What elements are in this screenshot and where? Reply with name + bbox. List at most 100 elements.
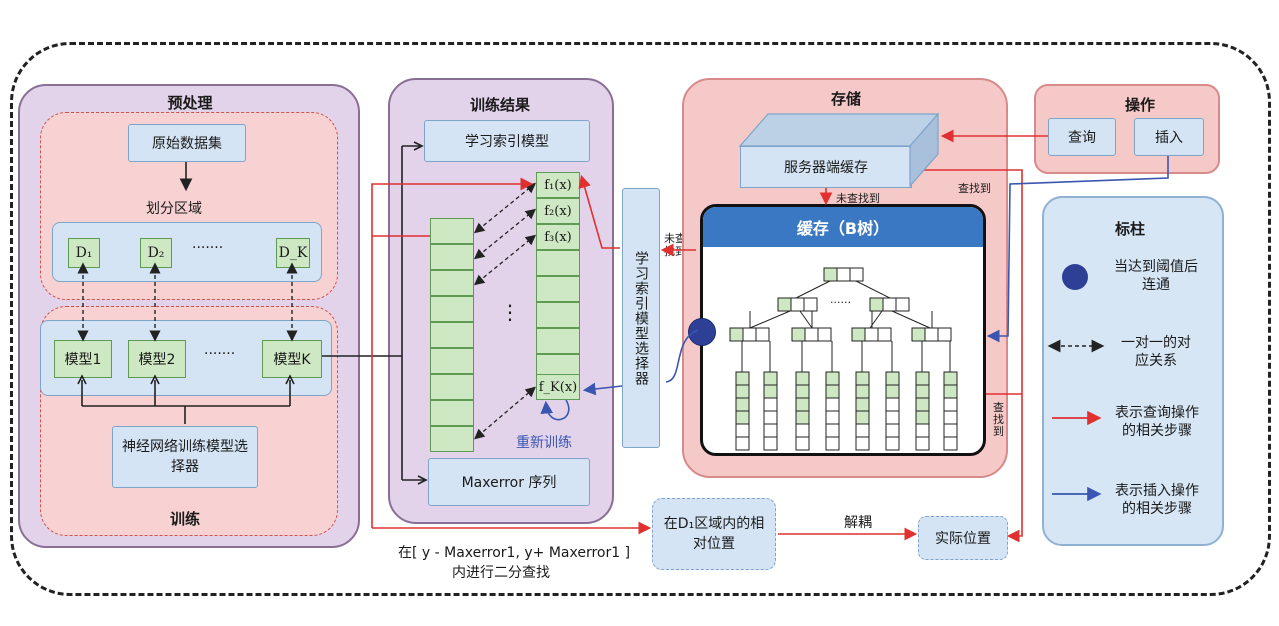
maxerror-cell [430, 426, 474, 452]
btree-leaf-cell [763, 410, 778, 425]
selector-to-models-arrows [81, 380, 291, 424]
btree-leaf-cell [735, 410, 750, 425]
f1-cell: f₁(x) [536, 172, 580, 198]
maxerror-f-links [473, 182, 537, 440]
btree-leaf-cell [885, 423, 900, 438]
maxerror-cell [430, 270, 474, 296]
btree-edge [891, 310, 931, 329]
f-vertical-ellipsis: ⋮ [500, 300, 520, 324]
regions-ellipsis: ······· [192, 240, 224, 256]
ops-title: 操作 [1124, 96, 1155, 114]
btree-level2-node [851, 327, 892, 342]
btree-leaf-cell [763, 371, 778, 386]
selector-to-models-heads [77, 374, 295, 385]
btree-found-label: 查找到 [993, 401, 1004, 438]
fk-cell: f_K(x) [536, 374, 580, 400]
learned-index-box: 学习索引模型 [424, 120, 590, 162]
btree-leaf-cell [885, 384, 900, 399]
btree-leaf-cell [885, 410, 900, 425]
cache-not-found-label: 未查找到 [836, 192, 880, 205]
btree-leaf-cell [825, 384, 840, 399]
legend-item-query: 表示查询操作的相关步骤 [1115, 405, 1199, 439]
search-range-line2: 内进行二分查找 [452, 565, 550, 581]
decouple-label: 解耦 [844, 515, 872, 531]
results-bracket-arrows [401, 145, 424, 481]
raw-dataset-box: 原始数据集 [128, 124, 246, 162]
btree-leaf-cell [795, 423, 810, 438]
btree-leaf-cell [855, 384, 870, 399]
btree-level1-node [777, 297, 818, 312]
btree-leaf-cell [915, 397, 930, 412]
results-bracket-heads [413, 141, 428, 485]
btree-title: 缓存（B树） [796, 219, 890, 238]
btree-leaf-cell [885, 397, 900, 412]
maxerror-cell [430, 244, 474, 270]
maxerror-cell [430, 218, 474, 244]
partition-label: 划分区域 [146, 201, 202, 217]
models-ellipsis: ······· [204, 346, 236, 362]
legend-item-threshold: 当达到阈值后连通 [1114, 259, 1198, 293]
btree-leaf-cell [915, 423, 930, 438]
btree-leaf-cell [825, 397, 840, 412]
legend-item-one-to-one: 一对一的对应关系 [1121, 335, 1191, 369]
model-1: 模型1 [54, 340, 112, 378]
btree-leaf-cell [943, 397, 958, 412]
maxerror-cell [430, 296, 474, 322]
btree-leaf-cell [795, 371, 810, 386]
btree-edge [795, 280, 831, 299]
maxerror-cell [430, 322, 474, 348]
insert-box[interactable]: 插入 [1134, 118, 1204, 156]
legend-item-insert: 表示插入操作的相关步骤 [1115, 483, 1199, 517]
maxerror-cell [430, 374, 474, 400]
btree-leaf-cell [943, 371, 958, 386]
f-cell [536, 250, 580, 276]
relative-position-box: 在D₁区域内的相对位置 [652, 498, 776, 570]
legend-threshold-icon [1062, 264, 1088, 290]
btree-leaf-cell [915, 384, 930, 399]
btree-leaf-cell [943, 436, 958, 451]
train-label: 训练 [169, 510, 200, 528]
btree-header [703, 207, 983, 247]
btree-leaf-cell [943, 410, 958, 425]
model-k: 模型K [262, 340, 322, 378]
btree-edge [855, 280, 891, 299]
btree-edge [749, 310, 791, 329]
insert-path [540, 156, 1169, 421]
storage-title: 存储 [830, 90, 861, 108]
btree-level2-node [911, 327, 952, 342]
search-range-line1: 在[ y - Maxerror1, y+ Maxerror1 ] [398, 545, 631, 561]
btree-leaf-cell [825, 371, 840, 386]
btree-level2-node [791, 327, 832, 342]
f-cell [536, 276, 580, 302]
btree-edge [869, 310, 883, 329]
btree-leaf-cell [763, 423, 778, 438]
btree-leaf-cell [795, 384, 810, 399]
nn-selector-box: 神经网络训练模型选择器 [112, 426, 258, 488]
btree-edge [799, 310, 813, 329]
maxerror-cell [430, 348, 474, 374]
btree-leaf-cell [825, 436, 840, 451]
maxerror-box: Maxerror 序列 [428, 458, 590, 506]
f-cell [536, 302, 580, 328]
btree-level1-node [869, 297, 910, 312]
btree-leaf-cell [735, 371, 750, 386]
btree-leaf-cell [915, 436, 930, 451]
btree-leaf-cell [915, 371, 930, 386]
f-cell [536, 328, 580, 354]
btree-leaf-cell [855, 397, 870, 412]
btree-leaf-cell [735, 436, 750, 451]
query-box[interactable]: 查询 [1048, 118, 1116, 156]
results-title: 训练结果 [469, 96, 530, 114]
f2-cell: f₂(x) [536, 198, 580, 224]
btree-leaf-cell [825, 410, 840, 425]
legend-title: 标柱 [1114, 220, 1145, 238]
maxerror-cell [430, 400, 474, 426]
btree-leaf-cell [735, 423, 750, 438]
btree-leaf-cell [735, 397, 750, 412]
btree-leaf-cell [795, 397, 810, 412]
btree-leaf-cell [825, 423, 840, 438]
btree-leaf-cell [795, 436, 810, 451]
btree-leaf-cell [763, 436, 778, 451]
btree-ellipsis: ······ [830, 296, 851, 309]
